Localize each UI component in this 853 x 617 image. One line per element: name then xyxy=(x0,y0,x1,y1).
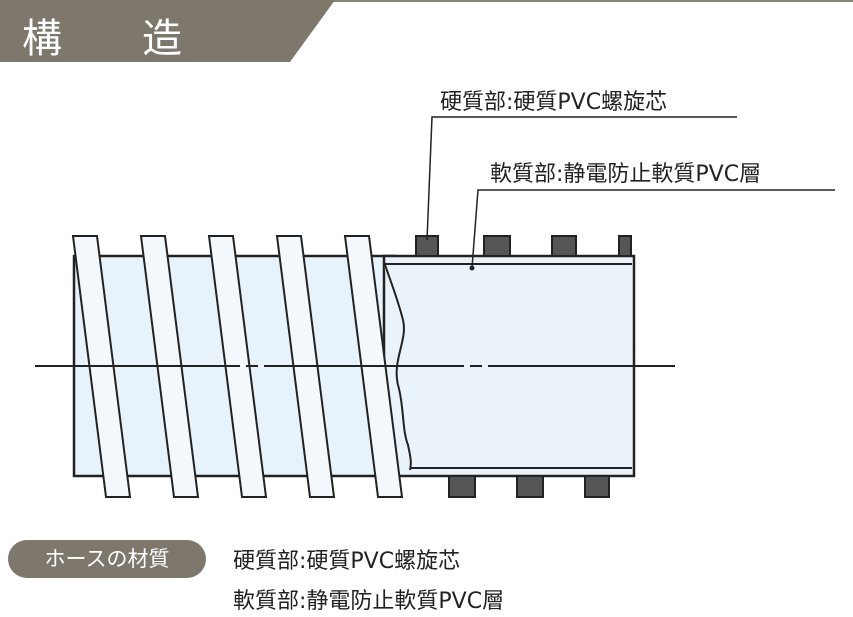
core-blocks xyxy=(415,235,632,498)
callout-soft-part: 軟質部:静電防止軟質PVC層 xyxy=(490,162,762,187)
material-soft-part: 軟質部:静電防止軟質PVC層 xyxy=(233,589,505,614)
core-block-bottom-3 xyxy=(584,475,610,498)
core-block-top-2 xyxy=(483,235,511,257)
section-title-char-1: 構 xyxy=(22,16,64,62)
section-title: 構造 xyxy=(22,6,184,64)
core-block-top-3 xyxy=(551,235,577,257)
material-hard-part: 硬質部:硬質PVC螺旋芯 xyxy=(233,549,461,574)
core-block-bottom-2 xyxy=(516,475,544,498)
leader-dot-soft xyxy=(469,265,475,271)
cut-edge xyxy=(383,261,412,471)
core-block-top-4 xyxy=(618,235,632,257)
core-block-bottom-1 xyxy=(448,475,476,498)
section-header-tab xyxy=(0,0,853,62)
leader-line-soft xyxy=(471,189,835,269)
leader-line-hard xyxy=(426,116,737,241)
callout-hard-part: 硬質部:硬質PVC螺旋芯 xyxy=(440,90,668,115)
material-badge: ホースの材質 xyxy=(8,540,206,578)
section-title-char-2: 造 xyxy=(142,16,184,62)
